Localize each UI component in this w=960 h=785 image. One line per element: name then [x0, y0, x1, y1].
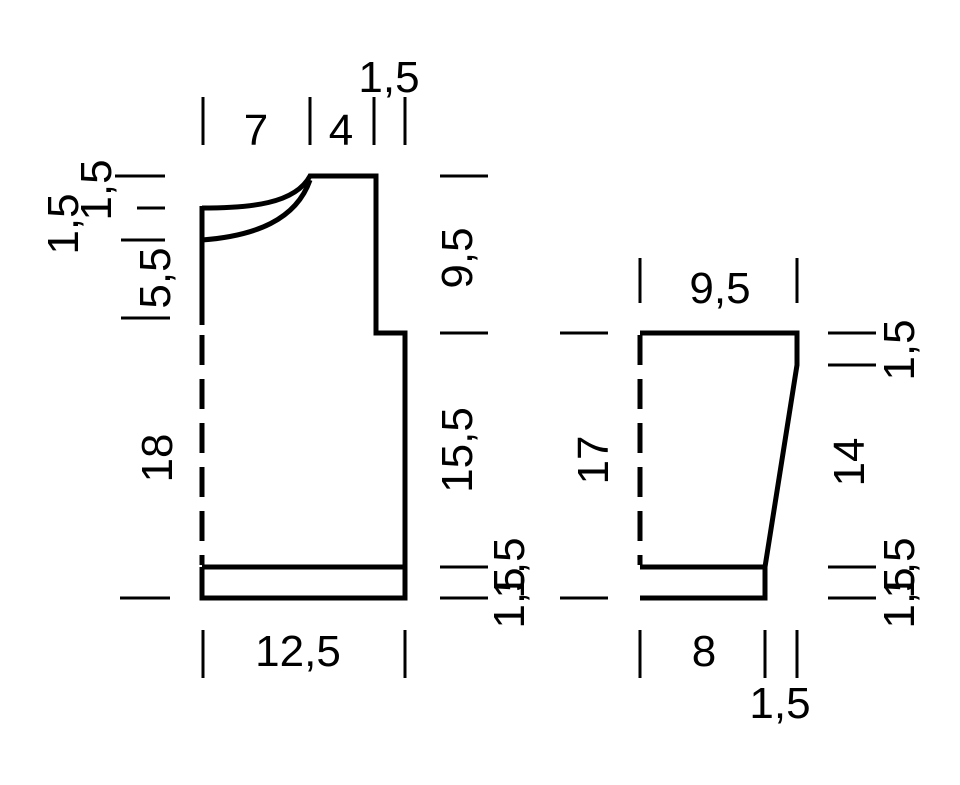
sleeve-outline [640, 330, 800, 601]
sleeve-piece [637, 330, 800, 601]
body-height-label-neck-b: 1,5 [72, 159, 121, 220]
sleeve-top-ticks [638, 258, 799, 303]
body-height-label-neck-depth: 5,5 [131, 247, 180, 308]
body-height-label-side: 15,5 [433, 407, 482, 493]
sleeve-width-label-taper: 1,5 [749, 679, 810, 728]
sleeve-height-label-rib-a: 1,5 [875, 537, 924, 598]
sleeve-height-label-rib-b: 1,5 [875, 567, 924, 628]
sleeve-bottom-ticks [638, 630, 799, 678]
body-height-label-body: 18 [133, 434, 182, 483]
body-piece [199, 173, 408, 601]
body-height-label-armhole: 9,5 [433, 227, 482, 288]
body-width-label-shoulder: 1,5 [358, 53, 419, 102]
body-height-label-rib-b: 1,5 [485, 567, 534, 628]
body-top-ticks [201, 97, 407, 145]
body-outline [199, 173, 408, 601]
sleeve-height-label-taper: 14 [825, 438, 874, 487]
body-width-label-bottom: 12,5 [255, 627, 341, 676]
sleeve-width-label-top: 9,5 [689, 264, 750, 313]
body-bottom-ticks [201, 630, 407, 678]
body-height-label-rib-a: 1,5 [485, 537, 534, 598]
sleeve-height-label-cap: 1,5 [875, 319, 924, 380]
body-height-label-neck-a: 1,5 [39, 193, 88, 254]
sleeve-left-ticks [560, 331, 608, 600]
body-width-label-4: 4 [329, 106, 353, 155]
sleeve-right-ticks [828, 331, 876, 600]
sleeve-height-label-left: 17 [569, 436, 618, 485]
body-right-ticks [440, 174, 488, 600]
body-width-label-7: 7 [244, 106, 268, 155]
sleeve-width-label-bottom: 8 [692, 627, 716, 676]
body-neckline-inner [201, 179, 313, 243]
body-left-ticks [115, 174, 170, 600]
